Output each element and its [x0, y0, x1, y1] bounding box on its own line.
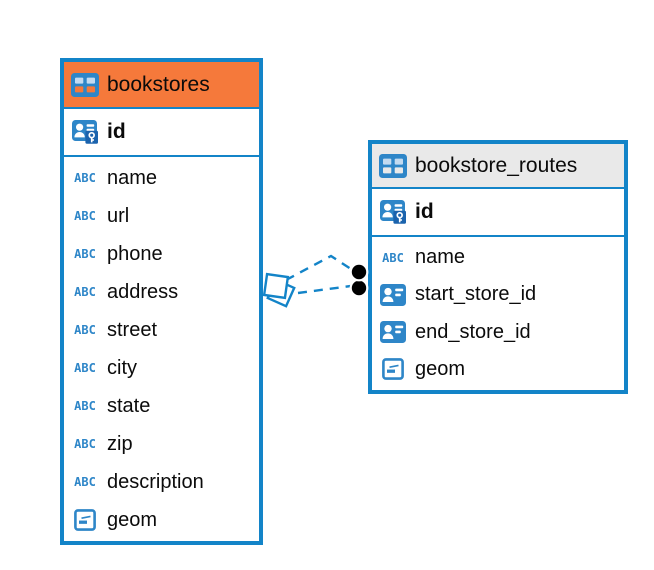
text-type-icon: ABC	[74, 361, 96, 375]
text-type-icon: ABC	[74, 475, 96, 489]
entity-table-bookstores[interactable]: bookstores id ABC name ABC url ABC phone…	[60, 58, 263, 545]
column-label: description	[107, 470, 204, 493]
column-row[interactable]: geom	[372, 351, 624, 388]
column-row[interactable]: ABC street	[64, 311, 259, 349]
relationship-source-marker[interactable]	[262, 272, 290, 300]
primary-key-label: id	[415, 200, 434, 223]
column-label: street	[107, 318, 158, 341]
column-row[interactable]: ABC phone	[64, 235, 259, 273]
primary-key-icon	[379, 200, 406, 224]
column-row[interactable]: ABC zip	[64, 425, 259, 463]
entity-title: bookstores	[107, 72, 210, 96]
entity-title: bookstore_routes	[415, 153, 578, 177]
column-label: start_store_id	[415, 283, 537, 306]
entity-header[interactable]: bookstore_routes	[372, 144, 624, 187]
column-row[interactable]: ABC description	[64, 463, 259, 501]
table-icon	[379, 153, 407, 178]
column-label: name	[415, 246, 466, 269]
column-row[interactable]: start_store_id	[372, 276, 624, 313]
text-type-icon: ABC	[382, 250, 404, 265]
column-label: state	[107, 394, 151, 417]
column-row-primary-key[interactable]: id	[64, 109, 259, 155]
table-icon	[71, 72, 99, 97]
column-row[interactable]: geom	[64, 501, 259, 539]
geometry-type-icon	[382, 358, 404, 381]
reference-column-icon	[380, 321, 406, 344]
column-label: end_store_id	[415, 320, 531, 343]
geometry-type-icon	[74, 509, 96, 531]
column-list: ABC name start_store_id end_store_id geo…	[372, 237, 624, 390]
column-row-primary-key[interactable]: id	[372, 189, 624, 235]
text-type-icon: ABC	[74, 323, 96, 337]
header-divider	[64, 107, 259, 109]
entity-header[interactable]: bookstores	[64, 62, 259, 107]
primary-key-label: id	[107, 120, 126, 143]
column-label: geom	[107, 508, 158, 531]
header-divider	[372, 187, 624, 189]
column-row[interactable]: ABC name	[64, 159, 259, 197]
relationship-target-dot[interactable]	[349, 278, 369, 298]
column-label: phone	[107, 242, 163, 265]
relationship-target-dot[interactable]	[349, 262, 369, 282]
column-row[interactable]: end_store_id	[372, 314, 624, 351]
text-type-icon: ABC	[74, 399, 96, 413]
text-type-icon: ABC	[74, 209, 96, 223]
text-type-icon: ABC	[74, 437, 96, 451]
relationship-line[interactable]	[297, 284, 352, 295]
entity-table-bookstore-routes[interactable]: bookstore_routes id ABC name start_store…	[368, 140, 628, 394]
column-label: geom	[415, 357, 466, 380]
pk-divider	[64, 155, 259, 157]
column-label: city	[107, 356, 137, 379]
column-list: ABC name ABC url ABC phone ABC address A…	[64, 157, 259, 541]
column-row[interactable]: ABC state	[64, 387, 259, 425]
pk-divider	[372, 235, 624, 237]
column-label: address	[107, 280, 179, 303]
text-type-icon: ABC	[74, 285, 96, 299]
column-label: name	[107, 166, 158, 189]
primary-key-icon	[71, 120, 98, 144]
relationship-source-marker[interactable]	[266, 278, 296, 308]
reference-column-icon	[380, 283, 406, 306]
relationship-line[interactable]	[285, 254, 355, 282]
column-row[interactable]: ABC address	[64, 273, 259, 311]
text-type-icon: ABC	[74, 247, 96, 261]
column-row[interactable]: ABC city	[64, 349, 259, 387]
text-type-icon: ABC	[74, 171, 96, 185]
column-row[interactable]: ABC name	[372, 239, 624, 276]
column-row[interactable]: ABC url	[64, 197, 259, 235]
column-label: url	[107, 204, 130, 227]
column-label: zip	[107, 432, 133, 455]
